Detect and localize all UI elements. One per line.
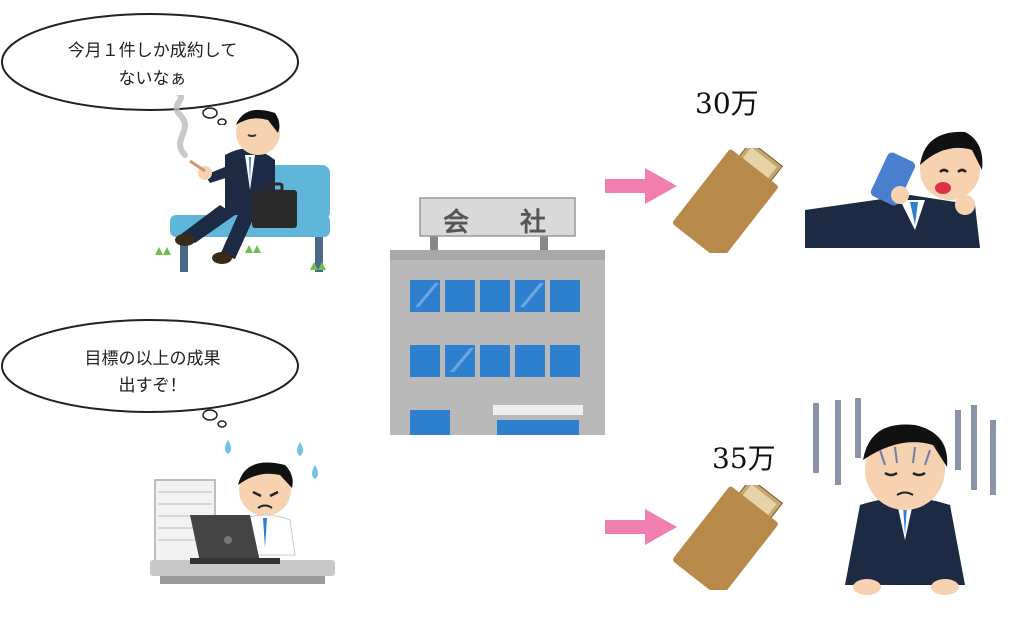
arrow-right-icon: [605, 168, 677, 204]
company-sign-char-2: 社: [520, 208, 547, 238]
company-building: [390, 197, 605, 435]
salary-envelope-icon: [672, 148, 783, 253]
arrow-right-icon: [605, 509, 677, 545]
salary-amount-bottom: 35万: [712, 442, 776, 475]
lazy-salesman-on-bench: [155, 95, 330, 272]
speech-bubble-bottom: 目標の以上の成果 出すぞ！: [0, 318, 305, 428]
bubble-top-line2: ないなぁ: [118, 69, 187, 89]
hardworking-salesman-at-laptop: [150, 440, 335, 584]
depressed-salesman: [813, 398, 996, 595]
bubble-top-line1: 今月１件しか成約して: [67, 41, 238, 61]
speech-bubble-top: 今月１件しか成約して ないなぁ: [0, 10, 305, 125]
salary-envelope-icon: [672, 485, 783, 590]
company-sign-char-1: 会: [443, 208, 470, 238]
bubble-bottom-line2: 出すぞ！: [118, 376, 187, 396]
salary-amount-top: 30万: [695, 87, 759, 120]
relaxed-salesman-with-phone: [805, 131, 983, 248]
bubble-bottom-line1: 目標の以上の成果: [84, 349, 221, 369]
